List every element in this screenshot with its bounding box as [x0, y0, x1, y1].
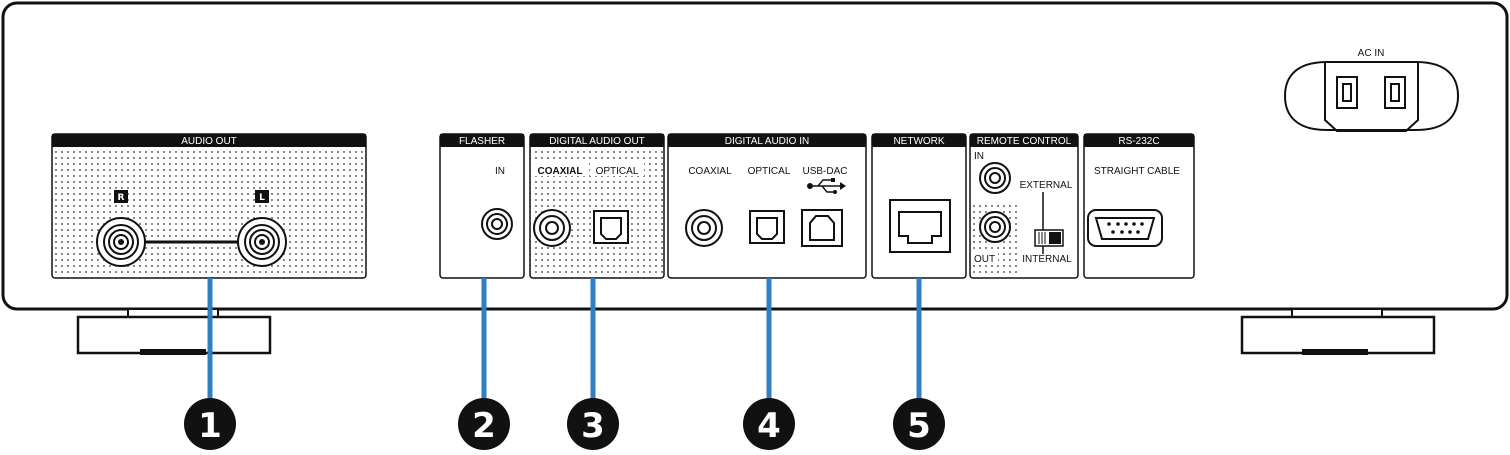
digital-audio-out-title: DIGITAL AUDIO OUT — [549, 136, 645, 147]
foot-right — [1240, 308, 1436, 355]
ethernet-port[interactable] — [889, 199, 951, 253]
remote-internal-label: INTERNAL — [1022, 254, 1072, 265]
digital-in-coaxial-label: COAXIAL — [688, 166, 732, 177]
digital-audio-out-panel: DIGITAL AUDIO OUT COAXIAL OPTICAL — [529, 133, 665, 279]
rs232c-port[interactable] — [1087, 209, 1163, 247]
remote-out-label: OUT — [974, 254, 995, 265]
remote-external-label: EXTERNAL — [1020, 180, 1073, 191]
callout-3-number: 3 — [581, 406, 605, 446]
callout-4: 4 — [743, 398, 795, 450]
flasher-panel: FLASHER IN — [439, 133, 525, 279]
ac-in-socket[interactable]: AC IN — [1283, 48, 1460, 132]
callout-5: 5 — [893, 398, 945, 450]
usb-icon — [807, 178, 846, 194]
network-panel: NETWORK — [871, 133, 967, 279]
digital-in-coaxial-jack[interactable] — [685, 209, 723, 247]
foot-left — [76, 308, 272, 355]
ac-in-title: AC IN — [1358, 48, 1385, 59]
remote-control-panel: REMOTE CONTROL IN EXTERNAL OUT INTERNAL — [969, 133, 1079, 279]
audio-out-panel: AUDIO OUT R L — [51, 133, 367, 279]
rs232c-title: RS-232C — [1118, 136, 1159, 147]
digital-in-usb-dac-label: USB-DAC — [802, 166, 847, 177]
callout-2: 2 — [458, 398, 510, 450]
usb-dac-port[interactable] — [801, 209, 843, 247]
audio-out-left-label: L — [259, 193, 265, 203]
callout-3: 3 — [567, 398, 619, 450]
digital-in-optical-jack[interactable] — [749, 210, 785, 244]
rs232c-panel: RS-232C STRAIGHT CABLE — [1083, 133, 1195, 279]
callout-4-number: 4 — [757, 406, 781, 446]
network-title: NETWORK — [893, 136, 944, 147]
digital-out-optical-jack[interactable] — [593, 210, 629, 244]
digital-audio-in-title: DIGITAL AUDIO IN — [725, 136, 809, 147]
audio-out-title: AUDIO OUT — [181, 136, 237, 147]
callout-lines — [207, 278, 922, 402]
rca-jack-left[interactable] — [237, 217, 287, 267]
flasher-in-label: IN — [495, 166, 505, 177]
remote-out-jack[interactable] — [979, 211, 1011, 243]
callout-2-number: 2 — [472, 406, 496, 446]
flasher-title: FLASHER — [459, 136, 505, 147]
callout-5-number: 5 — [907, 406, 931, 446]
digital-out-coaxial-label: COAXIAL — [538, 166, 583, 177]
digital-audio-in-panel: DIGITAL AUDIO IN COAXIAL OPTICAL USB-DAC — [667, 133, 867, 279]
rca-jack-right[interactable] — [96, 217, 146, 267]
digital-out-coaxial-jack[interactable] — [533, 209, 571, 247]
rs232c-cable-label: STRAIGHT CABLE — [1094, 166, 1180, 177]
digital-out-optical-label: OPTICAL — [596, 166, 639, 177]
flasher-jack[interactable] — [481, 208, 513, 240]
remote-control-title: REMOTE CONTROL — [977, 136, 1072, 147]
remote-mode-switch[interactable] — [1034, 229, 1064, 247]
callout-1-number: 1 — [198, 406, 222, 446]
callout-1: 1 — [184, 398, 236, 450]
remote-in-jack[interactable] — [979, 162, 1011, 194]
digital-in-optical-label: OPTICAL — [748, 166, 791, 177]
audio-out-right-label: R — [118, 193, 125, 203]
remote-in-label: IN — [974, 151, 984, 162]
